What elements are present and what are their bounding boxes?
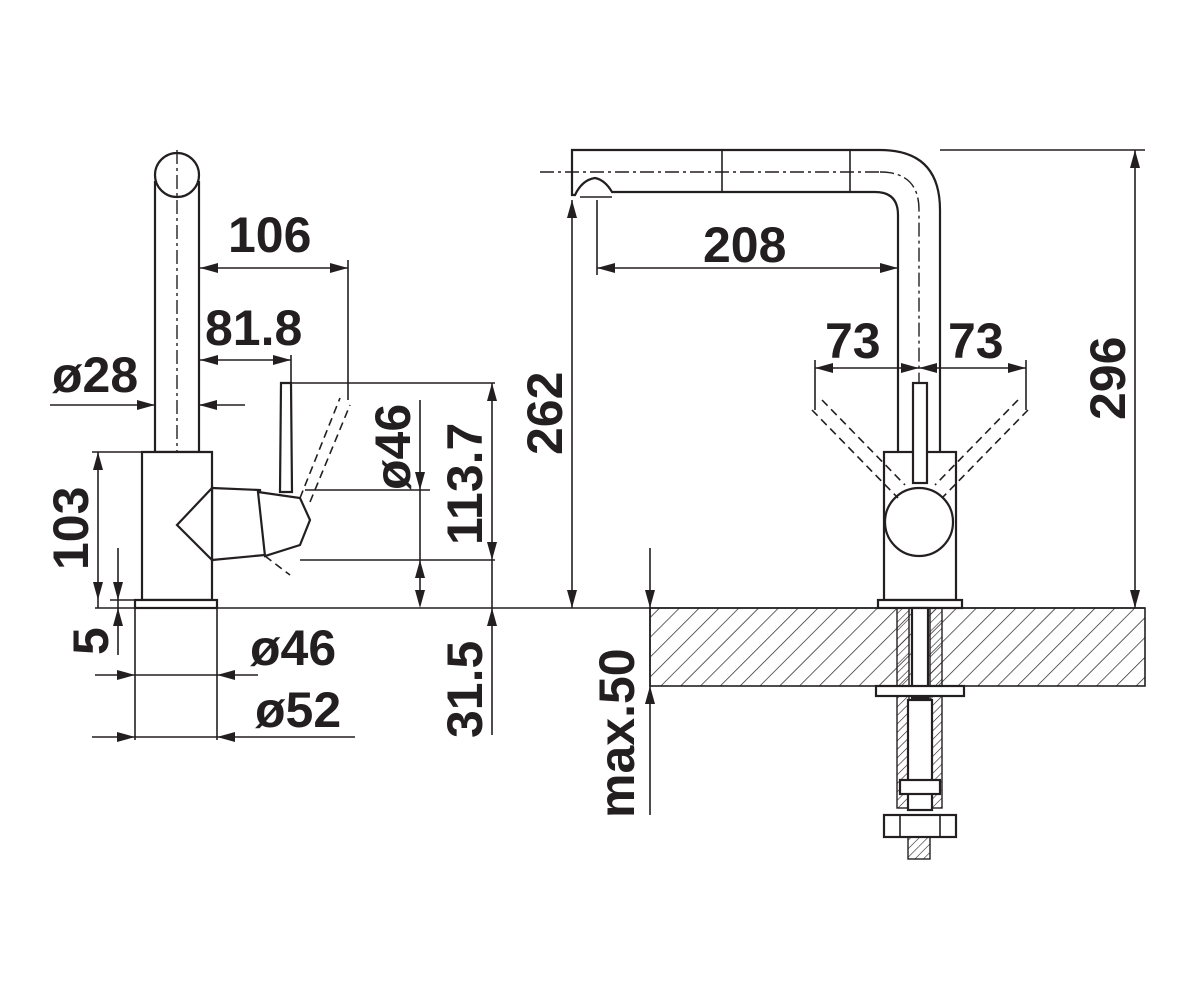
dim-113-7-label: 113.7 — [437, 423, 493, 545]
dim-31-5: 31.5 — [415, 590, 497, 738]
dim-handle-diameter-46-label: ø46 — [365, 404, 421, 490]
dim-113-7: 113.7 — [437, 383, 497, 608]
dim-base-diameter-46-label: ø46 — [250, 620, 336, 676]
dim-208: 208 — [596, 200, 898, 275]
front-mounting-shank — [874, 606, 966, 860]
dim-106-label: 106 — [228, 207, 311, 263]
dim-73-left-label: 73 — [825, 313, 881, 369]
dim-base-diameter-52-label: ø52 — [255, 682, 341, 738]
dim-diameter-28: ø28 — [50, 347, 245, 410]
dim-103: 103 — [43, 451, 142, 608]
dim-diameter-28-label: ø28 — [52, 347, 138, 403]
side-faucet-body — [133, 381, 351, 610]
dim-81-8: 81.8 — [200, 300, 302, 383]
dim-106: 106 — [200, 207, 349, 400]
dim-max-50: max.50 — [589, 548, 655, 818]
dim-81-8-label: 81.8 — [205, 300, 302, 356]
dim-296-label: 296 — [1080, 337, 1136, 420]
dim-5: 5 — [63, 548, 142, 655]
side-spout-tube — [153, 150, 201, 600]
dim-base-diameter-46: ø46 — [95, 620, 336, 680]
dim-31-5-label: 31.5 — [437, 641, 493, 738]
dim-208-label: 208 — [703, 217, 786, 273]
dim-262: 262 — [517, 200, 577, 608]
front-faucet-body — [811, 381, 1029, 610]
dim-base-diameter-52: ø52 — [92, 682, 355, 742]
dim-73-pair: 73 73 — [814, 313, 1027, 410]
side-view: 106 81.8 ø28 ø46 — [43, 150, 1145, 742]
dim-max-50-label: max.50 — [589, 648, 645, 818]
front-view: 208 262 73 73 296 — [517, 148, 1146, 860]
dim-handle-diameter-46: ø46 — [365, 400, 425, 600]
dim-103-label: 103 — [43, 487, 99, 570]
dim-73-right-label: 73 — [948, 313, 1004, 369]
front-spout — [540, 148, 942, 460]
dim-262-label: 262 — [517, 372, 573, 455]
dim-5-label: 5 — [63, 627, 119, 655]
dim-296: 296 — [940, 149, 1145, 608]
